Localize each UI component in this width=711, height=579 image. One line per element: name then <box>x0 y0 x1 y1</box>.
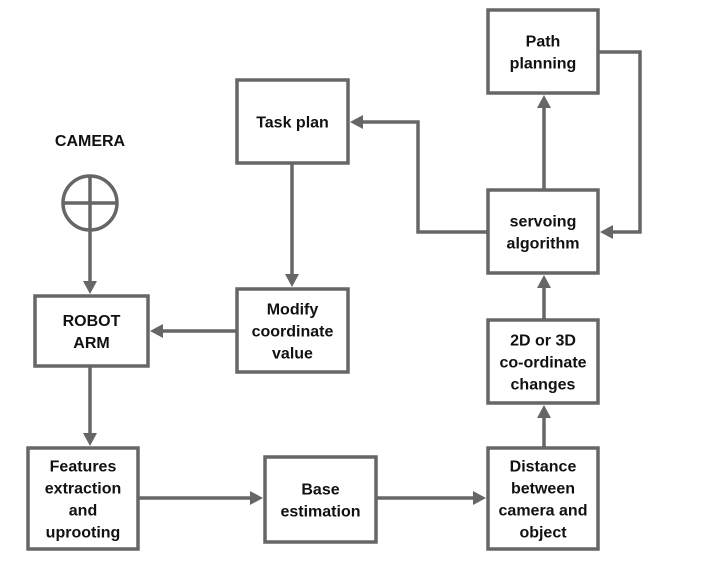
node-box <box>486 318 600 405</box>
node-path: Path planning <box>486 8 600 95</box>
node-box <box>486 8 600 95</box>
edge-features-to-base <box>138 491 263 505</box>
node-label-line: 2D or 3D <box>510 333 576 350</box>
arrowhead-icon <box>83 281 97 294</box>
edge-servoing-to-path <box>537 95 551 190</box>
node-label-line: changes <box>511 377 576 394</box>
node-box <box>235 78 350 165</box>
arrowhead-icon <box>537 95 551 108</box>
node-label-line: Features <box>50 459 117 476</box>
node-label-line: planning <box>510 56 577 73</box>
edge-servoing-to-task <box>350 115 488 234</box>
node-label-line: ROBOT <box>63 313 121 330</box>
arrowhead-icon <box>473 491 486 505</box>
camera-node: CAMERA <box>55 133 126 232</box>
node-label-line: camera and <box>499 503 588 520</box>
arrowhead-icon <box>285 274 299 287</box>
node-label-line: value <box>272 346 313 363</box>
edge-line <box>363 120 488 234</box>
edge-modify-to-robot-arm <box>150 324 237 338</box>
camera-label: CAMERA <box>55 133 126 150</box>
node-label-line: extraction <box>45 481 121 498</box>
node-robot-arm: ROBOT ARM <box>33 294 150 368</box>
node-features: Features extraction and uprooting <box>26 446 140 551</box>
node-box <box>235 287 350 374</box>
node-box <box>26 446 140 551</box>
edge-line <box>598 50 642 234</box>
node-label-line: Base <box>301 482 339 499</box>
edge-task-to-modify <box>285 163 299 287</box>
node-box <box>486 188 600 275</box>
arrowhead-icon <box>150 324 163 338</box>
node-task: Task plan <box>235 78 350 165</box>
node-coord: 2D or 3D co-ordinate changes <box>486 318 600 405</box>
node-label-line: ARM <box>73 335 109 352</box>
node-box <box>486 446 600 551</box>
node-label-line: coordinate <box>252 324 334 341</box>
node-box <box>33 294 150 368</box>
edge-camera-to-robot-arm <box>83 230 97 294</box>
node-servoing: servoing algorithm <box>486 188 600 275</box>
node-box <box>263 455 378 544</box>
arrowhead-icon <box>600 225 613 239</box>
arrowhead-icon <box>537 275 551 288</box>
nodes: CAMERA ROBOT ARM Features extraction and uproo… <box>26 8 600 551</box>
edge-base-to-distance <box>376 491 486 505</box>
node-base: Base estimation <box>263 455 378 544</box>
edge-distance-to-coord <box>537 405 551 448</box>
arrowhead-icon <box>537 405 551 418</box>
node-modify: Modify coordinate value <box>235 287 350 374</box>
node-distance: Distance between camera and object <box>486 446 600 551</box>
node-label-line: servoing <box>510 214 577 231</box>
arrowhead-icon <box>350 115 363 129</box>
node-label-line: and <box>69 503 97 520</box>
arrowhead-icon <box>250 491 263 505</box>
node-label-line: algorithm <box>507 236 580 253</box>
edge-robot-arm-to-features <box>83 366 97 446</box>
node-label-line: estimation <box>280 504 360 521</box>
node-label-line: uprooting <box>46 525 121 542</box>
edges <box>83 50 642 505</box>
node-label-line: Task plan <box>256 115 329 132</box>
node-label-line: co-ordinate <box>499 355 586 372</box>
edge-coord-to-servoing <box>537 275 551 320</box>
arrowhead-icon <box>83 433 97 446</box>
node-label-line: Path <box>526 34 561 51</box>
node-label-line: between <box>511 481 575 498</box>
node-label-line: Modify <box>267 302 319 319</box>
camera-crosshair-icon <box>61 174 119 232</box>
edge-path-to-servoing <box>598 50 642 239</box>
node-label-line: Distance <box>510 459 577 476</box>
node-label-line: object <box>519 525 567 542</box>
